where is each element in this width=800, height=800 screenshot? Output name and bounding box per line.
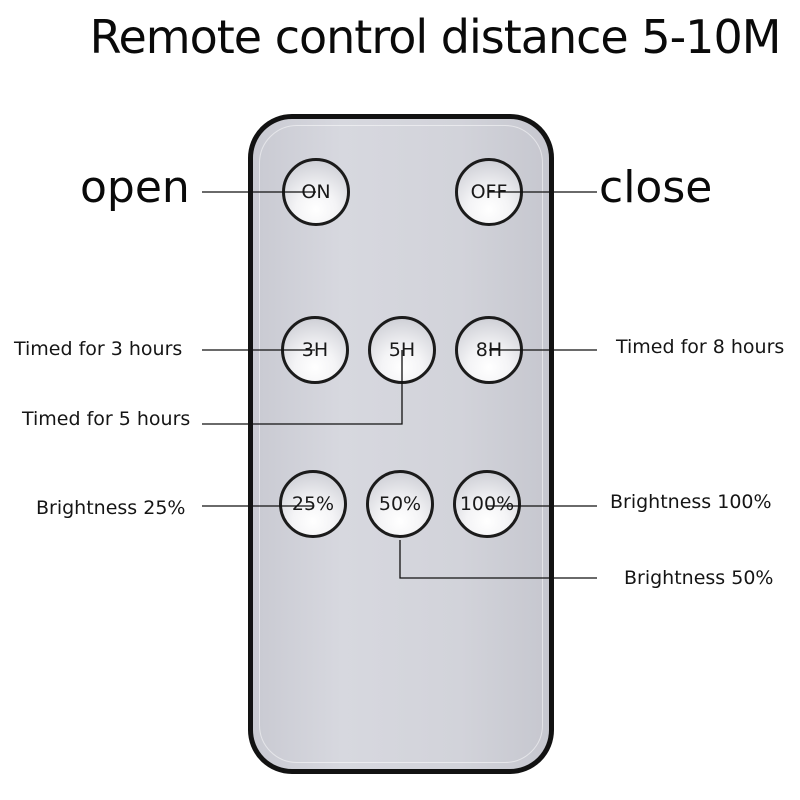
- timer-5h-button[interactable]: 5H: [368, 316, 436, 384]
- timer-8h-button-text: 8H: [475, 339, 503, 361]
- on-button-text: ON: [301, 181, 331, 203]
- brightness-50-button-text: 50%: [378, 493, 422, 515]
- label-timed-3-hours: Timed for 3 hours: [14, 338, 183, 360]
- brightness-50-button[interactable]: 50%: [366, 470, 434, 538]
- timer-3h-button[interactable]: 3H: [281, 316, 349, 384]
- off-button[interactable]: OFF: [455, 158, 523, 226]
- brightness-25-button-text: 25%: [291, 493, 335, 515]
- timer-3h-button-text: 3H: [301, 339, 329, 361]
- label-brightness-50: Brightness 50%: [624, 567, 774, 589]
- on-button[interactable]: ON: [282, 158, 350, 226]
- brightness-100-button-text: 100%: [459, 493, 515, 515]
- brightness-100-button[interactable]: 100%: [453, 470, 521, 538]
- label-timed-8-hours: Timed for 8 hours: [616, 336, 785, 358]
- label-brightness-25: Brightness 25%: [36, 497, 186, 519]
- label-timed-5-hours: Timed for 5 hours: [22, 408, 191, 430]
- brightness-25-button[interactable]: 25%: [279, 470, 347, 538]
- timer-5h-button-text: 5H: [388, 339, 416, 361]
- label-brightness-100: Brightness 100%: [610, 491, 772, 513]
- remote-control: [248, 114, 554, 774]
- timer-8h-button[interactable]: 8H: [455, 316, 523, 384]
- label-close: close: [599, 162, 713, 213]
- page-title: Remote control distance 5-10M: [89, 10, 782, 64]
- label-open: open: [80, 162, 190, 213]
- off-button-text: OFF: [470, 181, 508, 203]
